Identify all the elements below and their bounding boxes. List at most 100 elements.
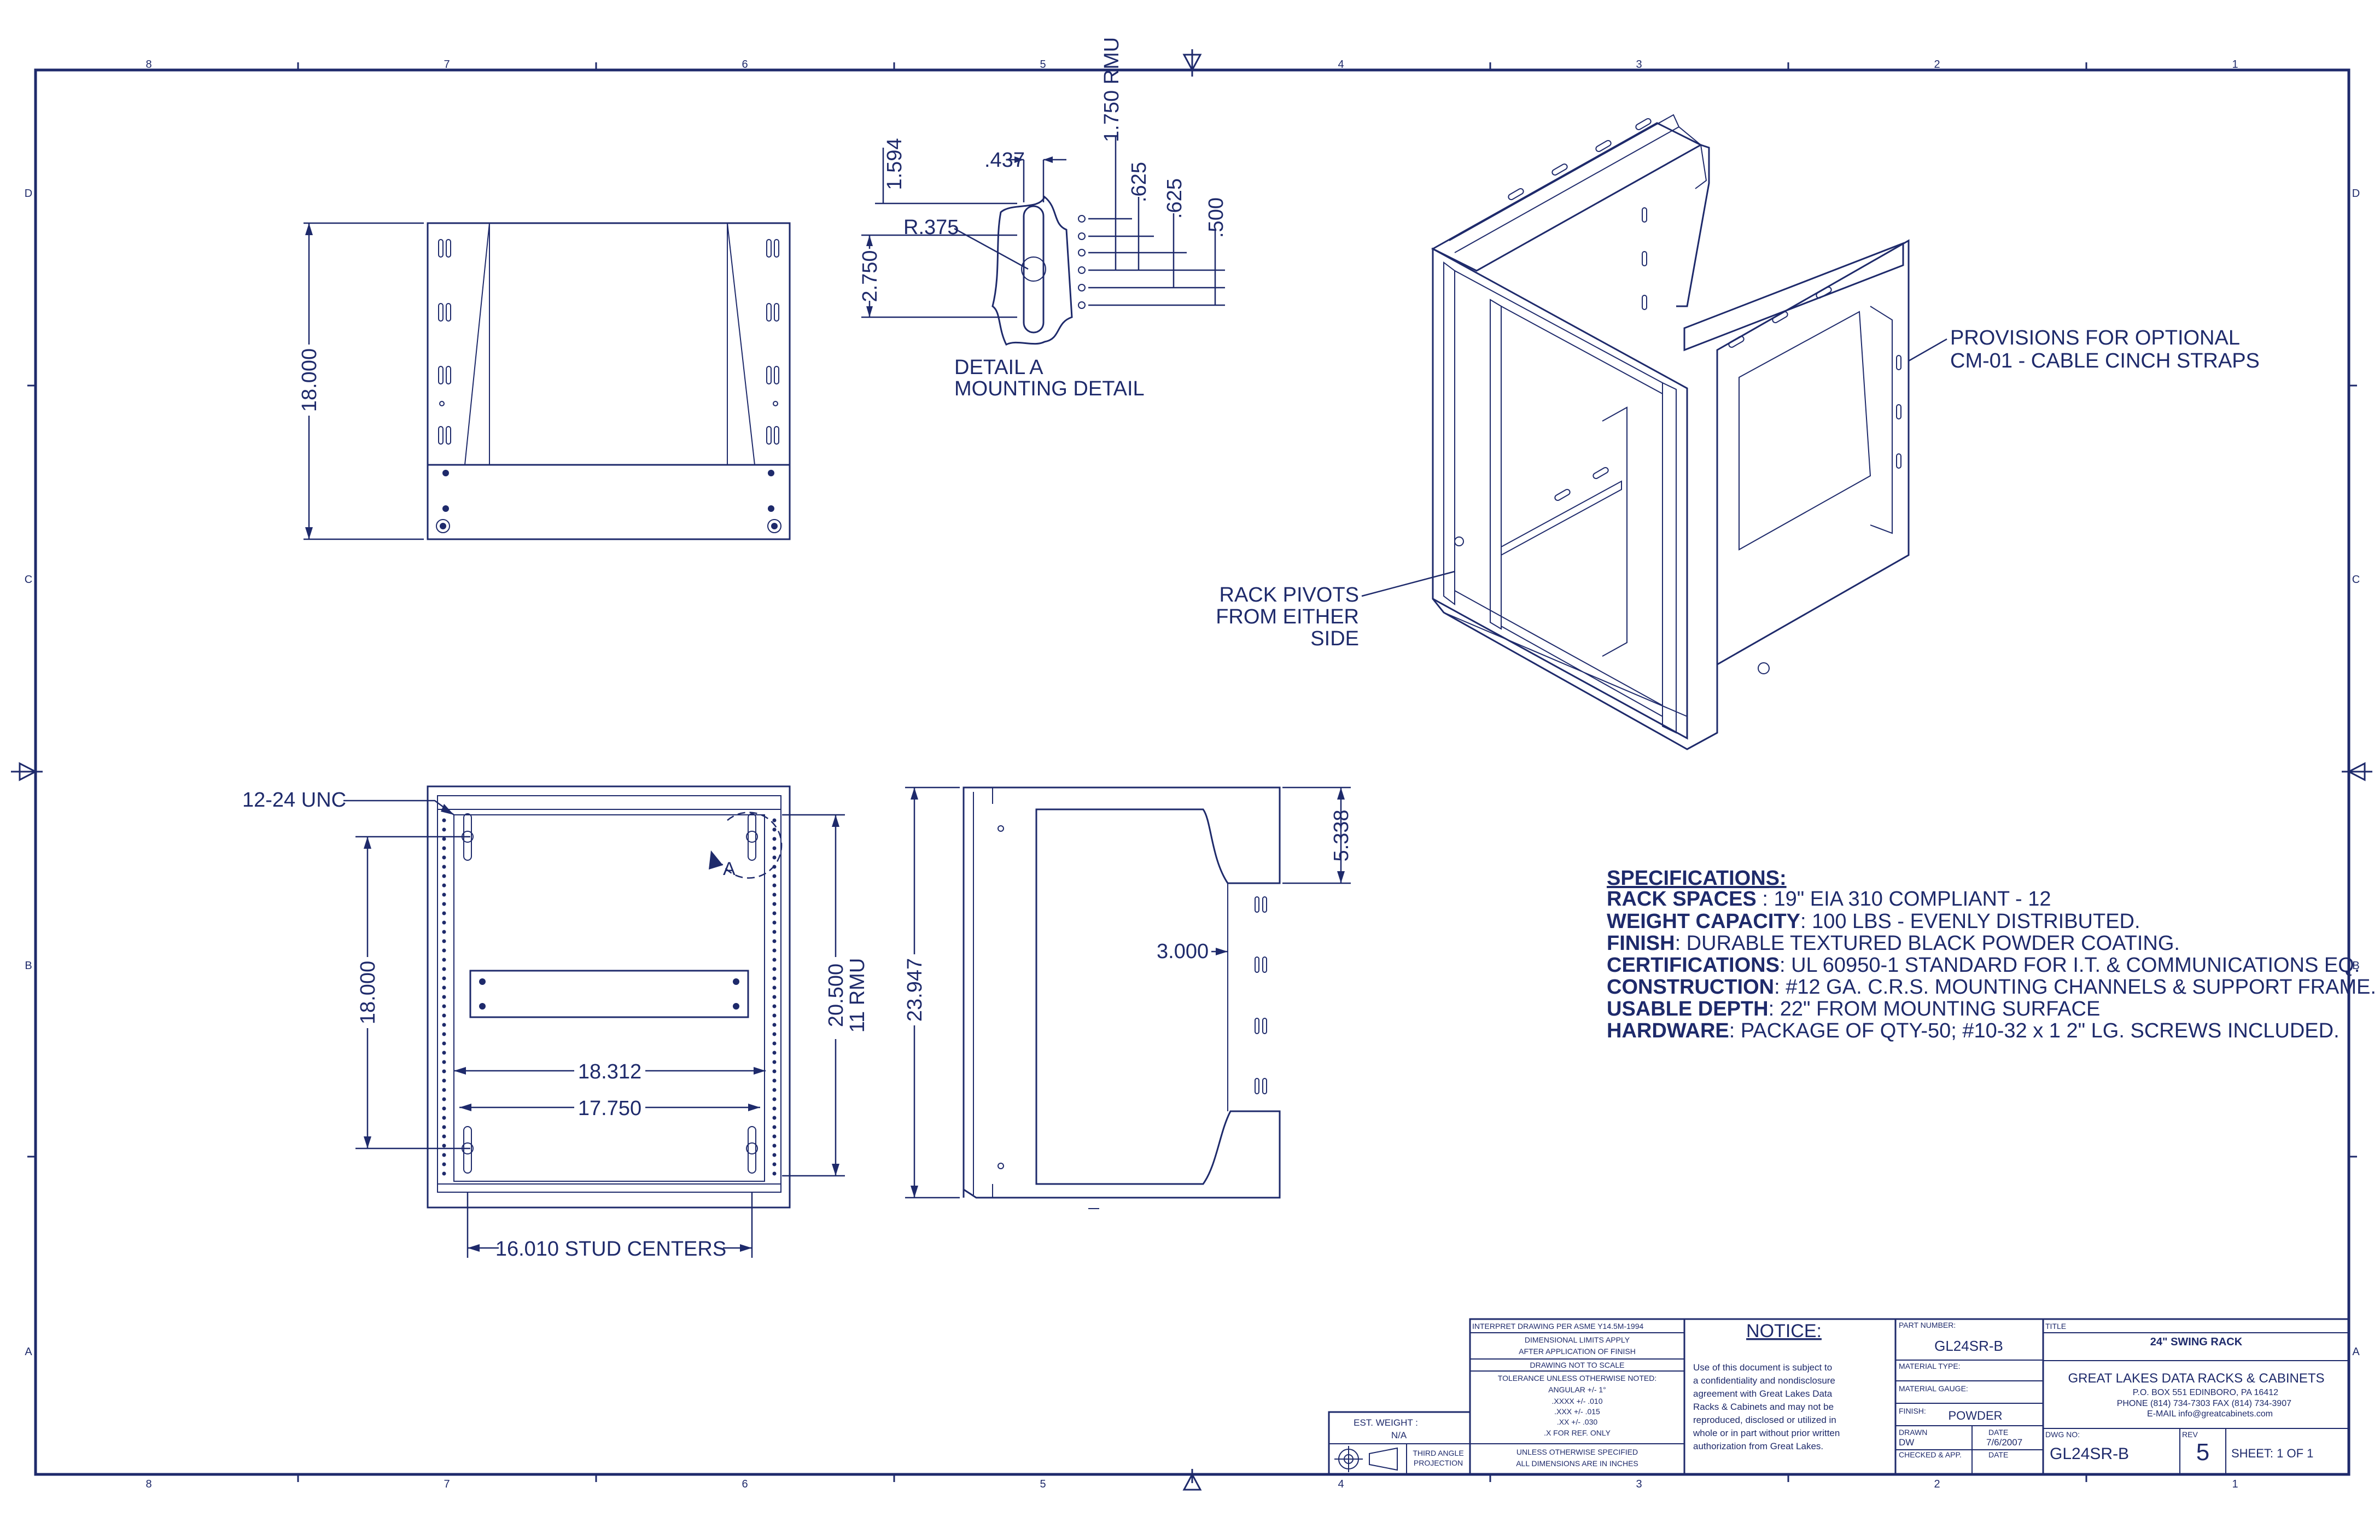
front-height-dim: 18.000 (357, 961, 380, 1024)
zone-label-bottom-7: 7 (444, 1478, 450, 1490)
zone-label-top-6: 6 (742, 59, 748, 71)
third-angle-projection-icon (1334, 1446, 1398, 1472)
tb-notice-title: NOTICE: (1746, 1321, 1822, 1341)
tb-notice-line-4: Racks & Cabinets and may not be (1693, 1402, 1834, 1412)
zone-label-bottom-6: 6 (742, 1478, 748, 1490)
rail-hole (772, 892, 777, 897)
rail-hole (772, 967, 777, 971)
zone-label-bottom-4: 4 (1338, 1478, 1344, 1490)
rail-hole (442, 1032, 446, 1036)
front-stud-centers: 16.010 STUD CENTERS (495, 1238, 726, 1261)
tb-drawn-by: DW (1899, 1437, 1914, 1448)
rail-hole (772, 995, 777, 999)
tb-est-weight-label: EST. WEIGHT : (1354, 1418, 1418, 1428)
rail-hole (442, 1023, 446, 1027)
side-depth-dim: 3.000 (1157, 940, 1209, 963)
front-rmu-dim-1: 20.500 (825, 964, 848, 1027)
tb-notice-line-7: authorization from Great Lakes. (1693, 1441, 1823, 1451)
rail-hole (772, 1013, 777, 1018)
tb-not-to-scale: DRAWING NOT TO SCALE (1530, 1361, 1625, 1369)
tb-finish: POWDER (1949, 1409, 2003, 1422)
rail-hole (442, 958, 446, 962)
rail-hole (442, 827, 446, 832)
isometric-view: PROVISIONS FOR OPTIONAL CM-01 - CABLE CI… (1216, 114, 2260, 750)
rail-hole (442, 818, 446, 822)
tb-dim-limits-1: DIMENSIONAL LIMITS APPLY (1525, 1335, 1630, 1344)
rail-hole (772, 1041, 777, 1046)
spec-line-usable-depth: USABLE DEPTH: 22" FROM MOUNTING SURFACE (1607, 998, 2100, 1020)
zone-label-left-d: D (25, 188, 32, 200)
rail-hole (772, 985, 777, 990)
front-width-inner: 17.750 (578, 1097, 641, 1120)
detail-a-title: DETAIL A (954, 356, 1043, 379)
rail-hole (442, 1106, 446, 1111)
front-slots (462, 813, 758, 1174)
zone-label-right-a: A (2352, 1346, 2360, 1358)
rail-hole (772, 1051, 777, 1055)
rail-hole (772, 874, 777, 878)
tb-notice-line-6: whole or in part without prior written (1693, 1428, 1840, 1438)
zone-label-top-1: 1 (2232, 59, 2238, 71)
side-view: 23.947 5.338 3.000 (903, 786, 1353, 1209)
top-view: 18.000 (298, 222, 791, 540)
spec-line-rack-spaces: RACK SPACES : 19" EIA 310 COMPLIANT - 12 (1607, 888, 2051, 911)
rail-hole (772, 976, 777, 981)
rail-hole (442, 967, 446, 971)
rail-hole (772, 846, 777, 850)
tb-title: 24" SWING RACK (2150, 1336, 2243, 1348)
tb-company: GREAT LAKES DATA RACKS & CABINETS (2068, 1371, 2324, 1386)
zone-labels: 8 7 6 5 4 3 2 1 8 7 6 5 4 3 2 1 D C B A … (25, 59, 2360, 1490)
tb-notice-line-3: agreement with Great Lakes Data (1693, 1389, 1833, 1399)
detail-dim-625a: .625 (1128, 162, 1151, 202)
tb-material-gauge-label: MATERIAL GAUGE: (1899, 1384, 1968, 1393)
zone-label-bottom-2: 2 (1934, 1478, 1940, 1490)
rail-hole (772, 1004, 777, 1008)
rail-hole (442, 1069, 446, 1074)
tb-dwg-no-label: DWG NO: (2045, 1430, 2080, 1439)
zone-label-top-8: 8 (145, 59, 151, 71)
zone-label-top-2: 2 (1934, 59, 1940, 71)
title-block: INTERPRET DRAWING PER ASME Y14.5M-1994 D… (1328, 1318, 2350, 1475)
detail-dim-rmu: 1.750 RMU (1100, 37, 1123, 142)
rail-hole (772, 1088, 777, 1092)
spec-line-construction: CONSTRUCTION: #12 GA. C.R.S. MOUNTING CH… (1607, 976, 2376, 999)
rail-hole (772, 1144, 777, 1148)
tb-date: 7/6/2007 (1986, 1437, 2022, 1448)
rail-hole (772, 930, 777, 934)
zone-label-top-3: 3 (1636, 59, 1642, 71)
rail-hole (772, 883, 777, 888)
zone-label-top-4: 4 (1338, 59, 1344, 71)
slot-holes (438, 239, 779, 445)
zone-label-top-5: 5 (1040, 59, 1046, 71)
tb-dwg-no: GL24SR-B (2050, 1445, 2129, 1463)
rail-hole (772, 1069, 777, 1074)
rail-hole (442, 1171, 446, 1176)
specifications: SPECIFICATIONS: RACK SPACES : 19" EIA 31… (1607, 867, 2376, 1042)
tb-tol-xxx: .XXX +/- .015 (1554, 1407, 1600, 1416)
tb-rev-label: REV (2182, 1430, 2198, 1439)
zone-label-left-b: B (25, 960, 32, 972)
rail-hole (442, 846, 446, 850)
rail-hole (442, 1060, 446, 1064)
rail-hole (442, 902, 446, 906)
iso-note-pivot-1: RACK PIVOTS (1220, 584, 1360, 606)
rail-hole (442, 874, 446, 878)
zone-ticks (11, 49, 2372, 1491)
side-slots (1255, 896, 1267, 1094)
tb-phone: PHONE (814) 734-7303 FAX (814) 734-3907 (2117, 1399, 2291, 1408)
spec-line-weight: WEIGHT CAPACITY: 100 LBS - EVENLY DISTRI… (1607, 910, 2140, 933)
rail-hole (442, 892, 446, 897)
sheet-border (34, 68, 2350, 1476)
detail-dim-1594: 1.594 (883, 138, 906, 190)
tb-part-number-label: PART NUMBER: (1899, 1321, 1956, 1329)
rail-hole (772, 1171, 777, 1176)
rail-hole (772, 948, 777, 953)
tb-est-weight: N/A (1391, 1430, 1407, 1440)
rail-hole (442, 985, 446, 990)
rail-hole (442, 995, 446, 999)
tb-tol-xxxx: .XXXX +/- .010 (1552, 1397, 1603, 1405)
rail-hole (442, 920, 446, 925)
rail-hole (442, 939, 446, 943)
tb-drawn-label: DRAWN (1899, 1428, 1927, 1437)
